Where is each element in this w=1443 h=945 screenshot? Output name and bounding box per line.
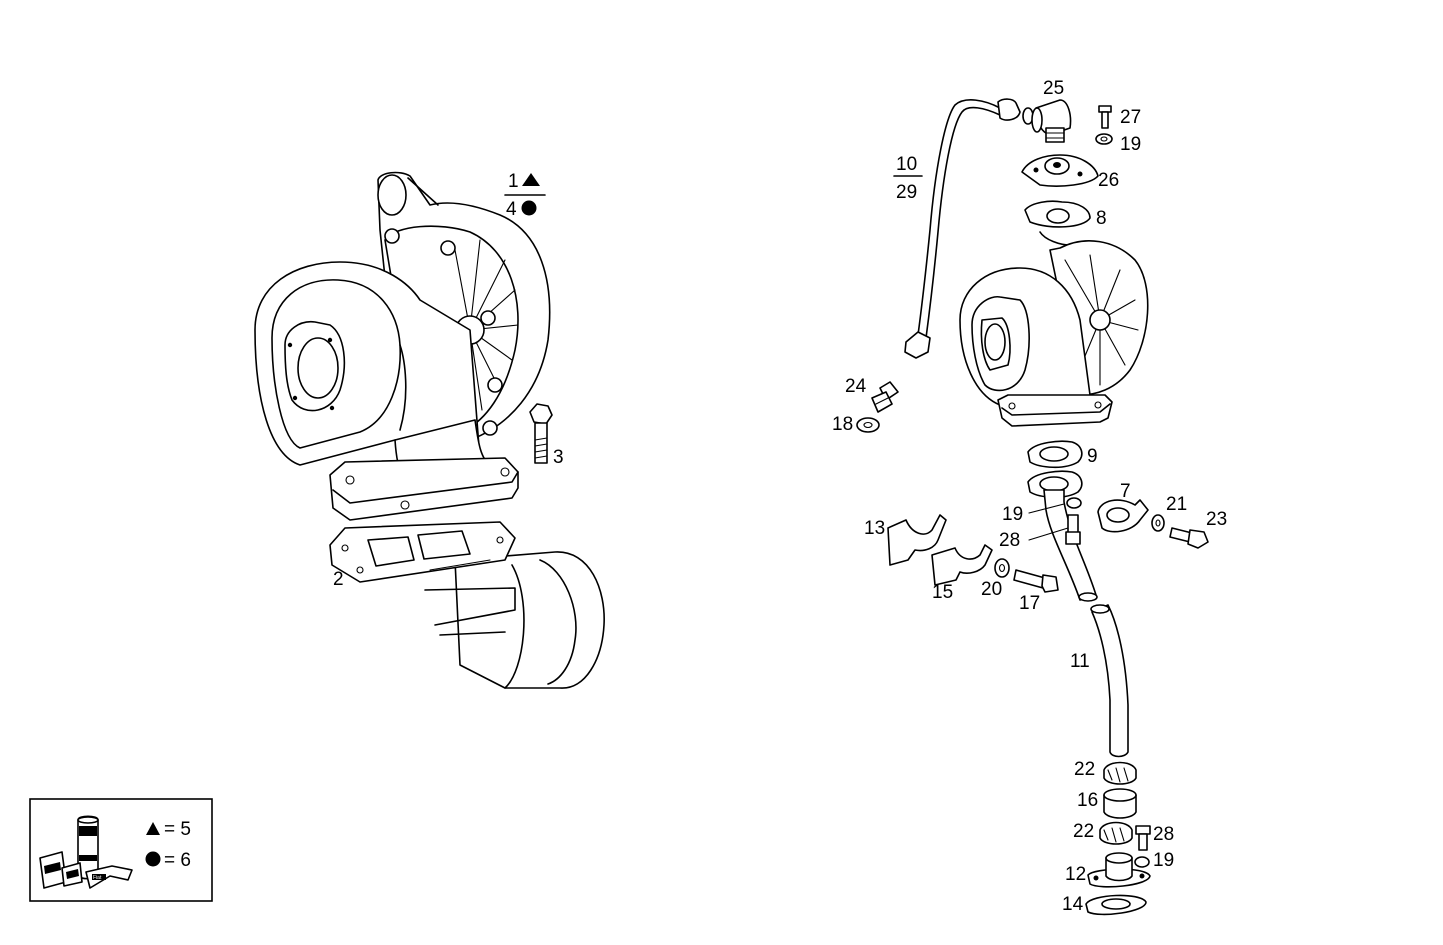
callout-29: 29 <box>896 182 917 203</box>
outlet-flange-drawing <box>329 419 519 521</box>
leader-28a <box>1028 527 1069 541</box>
oil-pipe-drawing <box>904 98 1034 359</box>
product-packet-icon <box>39 851 83 889</box>
volute-housing-drawing <box>254 261 481 476</box>
callout-19b: 19 <box>1002 504 1023 525</box>
product-label: Fiat <box>93 875 102 881</box>
washer-19b-drawing <box>1066 497 1082 509</box>
callout-21: 21 <box>1166 494 1187 515</box>
callout-23: 23 <box>1206 509 1227 530</box>
callout-24: 24 <box>845 376 867 397</box>
callout-20: 20 <box>981 579 1002 600</box>
washer-21-drawing <box>1151 514 1165 532</box>
callout-11: 11 <box>1070 651 1090 672</box>
gasket-2-drawing <box>329 521 516 583</box>
callout-22b: 22 <box>1073 821 1094 842</box>
bolt-28b-shank <box>1138 833 1148 851</box>
clamp-7-drawing <box>1097 499 1149 533</box>
gasket-9-drawing <box>1027 440 1083 469</box>
callout-19a: 19 <box>1120 134 1141 155</box>
turbocharger-left-assembly <box>254 171 605 689</box>
legend-circle-text: = 6 <box>164 850 191 871</box>
turbocharger-right-assembly <box>856 98 1209 916</box>
clamp-13-drawing <box>887 514 947 566</box>
callout-25: 25 <box>1043 78 1064 99</box>
washer-18-drawing <box>856 417 880 433</box>
legend-triangle-text: = 5 <box>164 819 191 840</box>
triangle-symbol-icon <box>522 173 540 186</box>
hose-11-drawing <box>1090 604 1129 758</box>
callout-17: 17 <box>1019 593 1040 614</box>
sleeve-16-drawing <box>1103 788 1137 819</box>
callout-18: 18 <box>832 414 853 435</box>
clip-22b-drawing <box>1099 821 1133 845</box>
bolt-28b-drawing <box>1135 825 1151 835</box>
bolt-27-drawing <box>1098 105 1112 113</box>
callout-8: 8 <box>1096 208 1107 229</box>
product-tag-icon: Fiat <box>85 865 133 889</box>
washer-20-drawing <box>994 558 1010 578</box>
callout-14: 14 <box>1062 894 1084 915</box>
callout-26: 26 <box>1098 170 1119 191</box>
banjo-fitting-25-drawing <box>1031 99 1072 143</box>
bolt-17-drawing <box>1013 569 1059 593</box>
legend-circle-icon <box>145 851 161 867</box>
callout-28b: 28 <box>1153 824 1174 845</box>
turbo-body-right-drawing <box>959 231 1149 427</box>
washer-18-hole <box>863 421 873 429</box>
gasket-8-drawing <box>1024 200 1091 228</box>
gasket-14-drawing <box>1085 894 1147 916</box>
flange-12-drawing <box>1087 852 1151 888</box>
callout-13: 13 <box>864 518 885 539</box>
flange-26-drawing <box>1021 154 1099 187</box>
bolt-28a-head <box>1065 531 1081 545</box>
callout-22a: 22 <box>1074 759 1095 780</box>
callout-12: 12 <box>1065 864 1086 885</box>
washer-19-hole <box>1100 136 1108 142</box>
clip-22a-drawing <box>1103 761 1137 785</box>
callout-27: 27 <box>1120 107 1141 128</box>
banjo-bolt-24-drawing <box>871 381 899 413</box>
callout-15: 15 <box>932 582 953 603</box>
callout-2: 2 <box>333 569 344 590</box>
callout-4: 4 <box>506 199 517 220</box>
washer-21-hole <box>1155 519 1161 527</box>
bolt-23-drawing <box>1169 527 1209 549</box>
washer-19-drawing <box>1095 133 1113 145</box>
circle-symbol-icon <box>521 200 537 216</box>
legend-triangle-icon <box>146 822 160 835</box>
bolt-27-shank <box>1101 111 1109 129</box>
callout-28a: 28 <box>999 530 1020 551</box>
callout-7: 7 <box>1120 481 1131 502</box>
exhaust-pipe-drawing <box>424 551 605 689</box>
callout-16: 16 <box>1077 790 1098 811</box>
callout-1: 1 <box>508 171 519 192</box>
washer-19c-drawing <box>1134 856 1150 868</box>
legend-box: Fiat = 5 = 6 <box>29 798 213 902</box>
callout-9: 9 <box>1087 446 1098 467</box>
washer-20-hole <box>998 563 1006 573</box>
clamp-15-drawing <box>931 544 993 586</box>
callout-3: 3 <box>553 447 564 468</box>
callout-10: 10 <box>896 154 917 175</box>
bolt-3-drawing <box>529 403 553 464</box>
leader-19b <box>1028 503 1065 514</box>
callout-19c: 19 <box>1153 850 1174 871</box>
